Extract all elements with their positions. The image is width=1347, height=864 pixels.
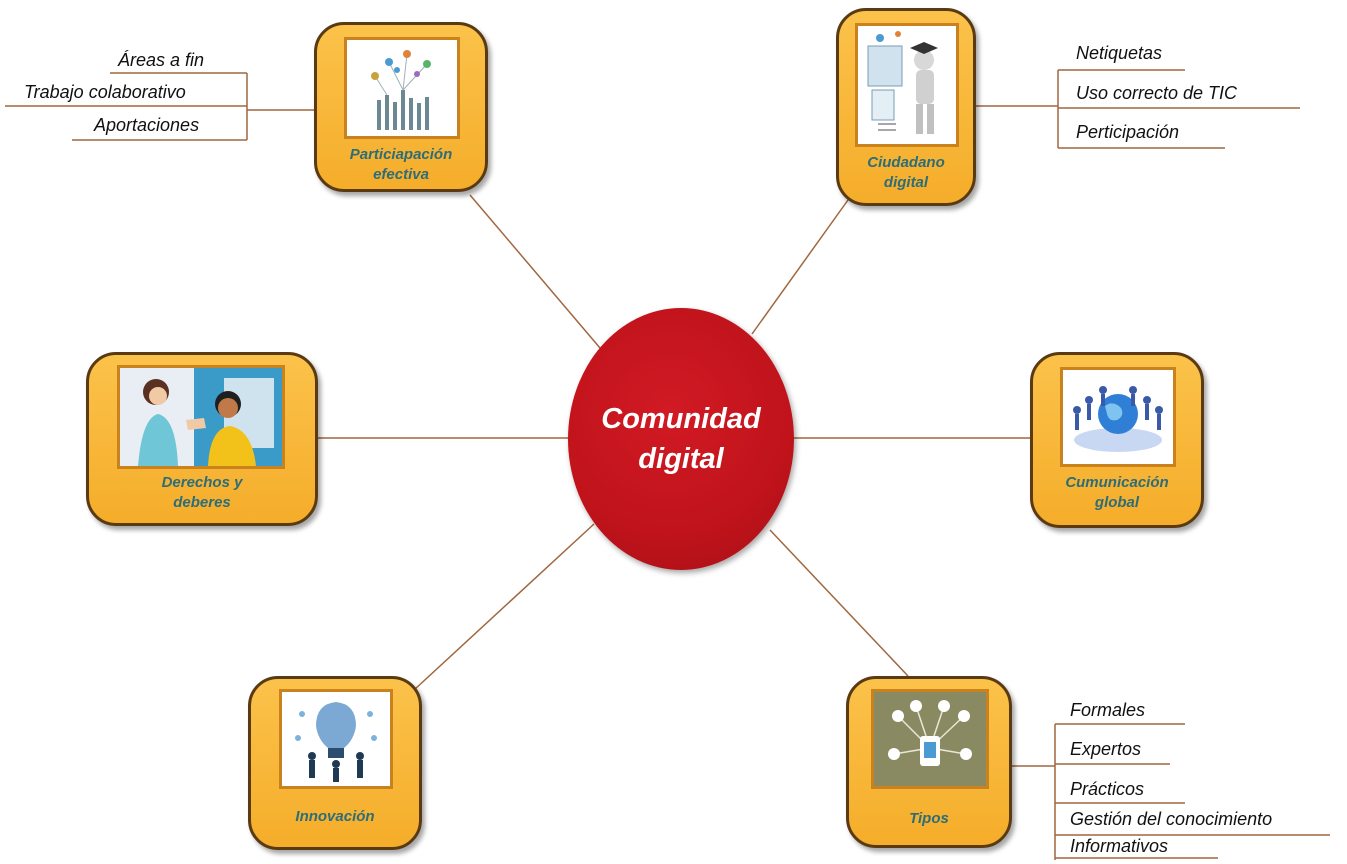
node-ciudadano-label: Ciudadano digital xyxy=(867,154,945,191)
spoke-innovacion xyxy=(413,523,595,691)
branch-netiquetas: Netiquetas xyxy=(1076,43,1163,63)
node-tipos: Tipos xyxy=(846,676,1012,848)
lightbulb-team-icon xyxy=(279,689,393,789)
node-derechos-label: Derechos y deberes xyxy=(161,474,243,511)
node-comunicacion-global: Cumunicación global xyxy=(1030,352,1204,528)
connected-apps-icon xyxy=(871,689,989,789)
node-tipos-label: Tipos xyxy=(909,810,949,827)
branch-perticipacion: Perticipación xyxy=(1076,122,1180,142)
branch-trabajo-colaborativo: Trabajo colaborativo xyxy=(24,82,186,102)
branch-formales: Formales xyxy=(1070,700,1146,720)
graduate-devices-icon xyxy=(855,23,959,147)
node-participacion-label: Particiapación efectiva xyxy=(349,146,453,183)
branch-uso-correcto-tic: Uso correcto de TIC xyxy=(1076,83,1238,103)
node-ciudadano-digital: Ciudadano digital xyxy=(836,8,976,206)
branch-areas-a-fin: Áreas a fin xyxy=(118,50,205,70)
node-participacion-efectiva: Particiapación efectiva xyxy=(314,22,488,192)
central-topic-line2: digital xyxy=(638,443,724,475)
people-hands-icon xyxy=(117,365,285,469)
network-people-icon xyxy=(344,37,460,139)
node-innovacion-label: Innovación xyxy=(295,808,375,825)
branch-informativos: Informativos xyxy=(1070,836,1169,856)
spoke-participacion xyxy=(469,194,601,349)
globe-people-icon xyxy=(1060,367,1176,467)
node-innovacion: Innovación xyxy=(248,676,422,850)
spoke-ciudadano xyxy=(751,199,849,335)
central-topic-line1: Comunidad xyxy=(601,403,761,435)
node-derechos-deberes: Derechos y deberes xyxy=(86,352,318,526)
node-comunicacion-label: Cumunicación global xyxy=(1065,474,1169,511)
central-topic: Comunidad digital xyxy=(568,308,794,570)
branch-expertos: Expertos xyxy=(1070,739,1142,759)
branch-aportaciones: Aportaciones xyxy=(94,115,200,135)
branch-practicos: Prácticos xyxy=(1070,779,1145,799)
spoke-tipos xyxy=(769,529,909,677)
branch-gestion-conocimiento: Gestión del conocimiento xyxy=(1070,809,1273,829)
